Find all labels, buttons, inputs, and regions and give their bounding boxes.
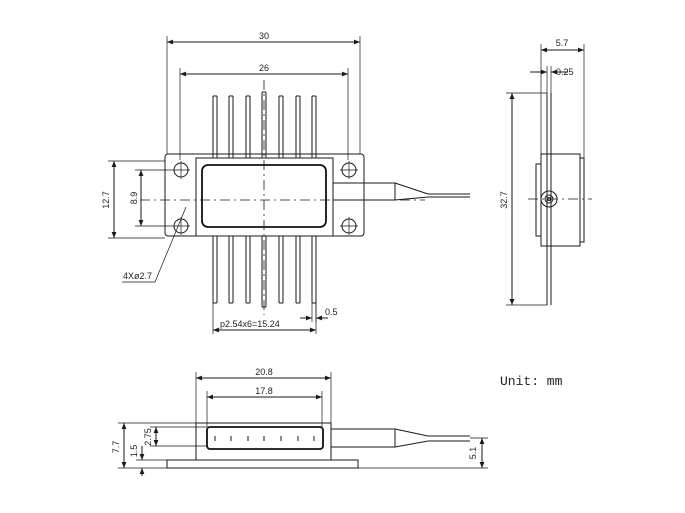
dim-pin-pitch: p2.54x6=15.24 bbox=[220, 319, 280, 329]
pins-top bbox=[212, 91, 317, 158]
front-fiber-boot bbox=[330, 428, 396, 448]
dim-base-height: 1.5 bbox=[129, 445, 139, 458]
front-view: 20.8 17.8 7.7 2.75 1.5 5.1 bbox=[111, 367, 488, 476]
dim-overall-width: 30 bbox=[259, 31, 269, 41]
side-view: 5.7 0.25 32.7 bbox=[499, 38, 592, 306]
front-view-body bbox=[195, 422, 332, 461]
dim-mounting-holes: 4Xø2.7 bbox=[123, 271, 152, 281]
mounting-holes bbox=[172, 161, 358, 235]
fiber-pigtail bbox=[332, 182, 470, 201]
dim-depth: 5.7 bbox=[556, 38, 569, 48]
dim-total-height: 7.7 bbox=[111, 441, 121, 454]
dim-body-width: 20.8 bbox=[255, 367, 273, 377]
dim-flange-height: 12.7 bbox=[101, 191, 111, 209]
front-view-base bbox=[166, 459, 359, 469]
top-view-flange bbox=[164, 153, 365, 237]
dim-lid-width: 17.8 bbox=[255, 386, 273, 396]
dim-inner-width: 26 bbox=[259, 63, 269, 73]
front-view-lid bbox=[206, 426, 324, 450]
package-body bbox=[195, 157, 334, 237]
dim-pin-width: 0.5 bbox=[325, 307, 338, 317]
dim-pin-height: 2.75 bbox=[143, 428, 153, 446]
dim-overall-length: 32.7 bbox=[499, 191, 509, 209]
unit-label: Unit: mm bbox=[500, 374, 563, 389]
pins-bottom bbox=[212, 236, 317, 308]
top-view: 30 26 12.7 8.9 4Xø2.7 p2.54x6=15.24 0.5 bbox=[101, 31, 470, 334]
dim-flange-thickness: 0.25 bbox=[556, 67, 574, 77]
dim-fiber-height: 5.1 bbox=[468, 447, 478, 460]
dim-hole-pitch: 8.9 bbox=[129, 192, 139, 205]
